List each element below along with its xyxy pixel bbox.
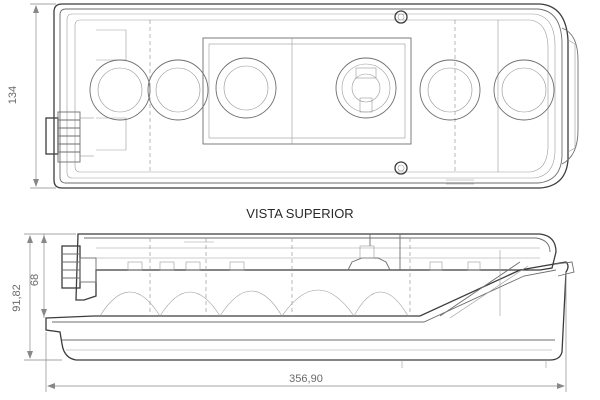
dimension-side-total <box>24 233 76 361</box>
top-view <box>45 3 579 189</box>
dimension-label-overall-length: 356,90 <box>289 373 323 385</box>
dimension-side-body <box>41 234 47 318</box>
dimension-label-side-body: 68 <box>29 274 41 286</box>
view-title: VISTA SUPERIOR <box>246 206 353 221</box>
dimension-label-side-total: 91,82 <box>11 284 23 312</box>
dimension-label-top-height: 134 <box>7 86 19 104</box>
dimension-top-height <box>30 3 56 189</box>
side-view <box>45 233 575 368</box>
dimension-overall-length <box>45 272 567 392</box>
